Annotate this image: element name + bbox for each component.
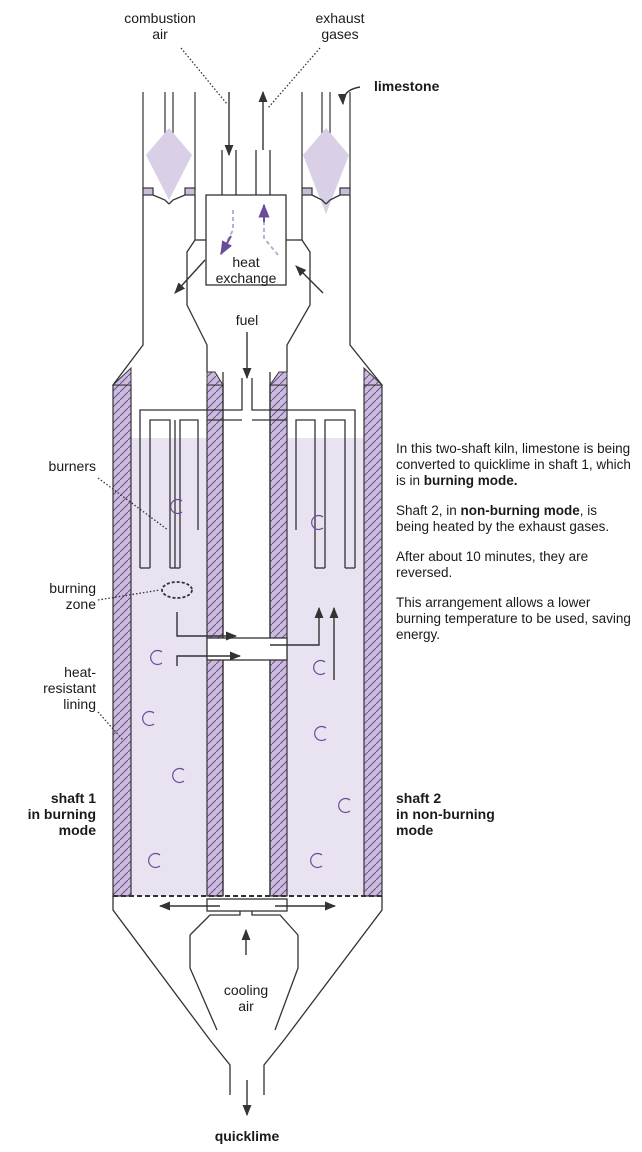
flow-arrows bbox=[158, 86, 361, 1117]
arrow-to-left-shaft bbox=[174, 259, 206, 294]
kiln-outline bbox=[112, 150, 383, 1095]
arrow-cross-2 bbox=[176, 651, 242, 666]
label-shaft1: shaft 1 in burning mode bbox=[27, 790, 96, 838]
arrow-limestone bbox=[337, 86, 361, 106]
label-heat-exchange: heat exchange bbox=[215, 254, 277, 286]
arrow-up-1 bbox=[270, 606, 324, 646]
burner-manifold bbox=[139, 378, 356, 569]
label-burners: burners bbox=[48, 458, 96, 474]
lining-top-left bbox=[111, 366, 132, 386]
particle-symbols bbox=[142, 498, 351, 869]
description-p1: In this two-shaft kiln, limestone is bei… bbox=[396, 441, 631, 488]
burning-zone-marker bbox=[161, 581, 193, 599]
label-shaft2: shaft 2 in non-burning mode bbox=[396, 790, 495, 838]
label-heat-resistant-lining: heat- resistant lining bbox=[43, 664, 96, 712]
lining-left bbox=[112, 384, 132, 897]
hopper-left bbox=[142, 92, 196, 200]
label-cooling-air: cooling air bbox=[223, 982, 269, 1014]
heat-exchange-arrows bbox=[219, 203, 279, 256]
lining-top-cl bbox=[206, 371, 224, 386]
label-limestone: limestone bbox=[374, 78, 440, 94]
label-fuel: fuel bbox=[235, 312, 259, 328]
description-p4: This arrangement allows a lower burning … bbox=[396, 595, 631, 642]
lining-right bbox=[363, 384, 383, 897]
shaft1-fill bbox=[131, 438, 207, 896]
crossover-channels bbox=[206, 637, 288, 912]
label-exhaust-gases: exhaust gases bbox=[315, 10, 365, 42]
arrow-cross-1 bbox=[176, 612, 238, 641]
description-p3: After about 10 minutes, they are reverse… bbox=[396, 549, 589, 580]
label-combustion-air: combustion air bbox=[124, 10, 196, 42]
label-burning-zone: burning zone bbox=[49, 580, 96, 612]
lining-top-right bbox=[363, 366, 384, 386]
lining-top-cr bbox=[269, 371, 288, 386]
description-text: In this two-shaft kiln, limestone is bei… bbox=[396, 441, 632, 657]
leader-lines bbox=[97, 47, 321, 741]
hopper-right bbox=[301, 92, 351, 214]
label-quicklime: quicklime bbox=[214, 1128, 280, 1144]
description-p2: Shaft 2, in non-burning mode, is being h… bbox=[396, 503, 610, 534]
arrow-from-right-shaft bbox=[295, 265, 324, 294]
